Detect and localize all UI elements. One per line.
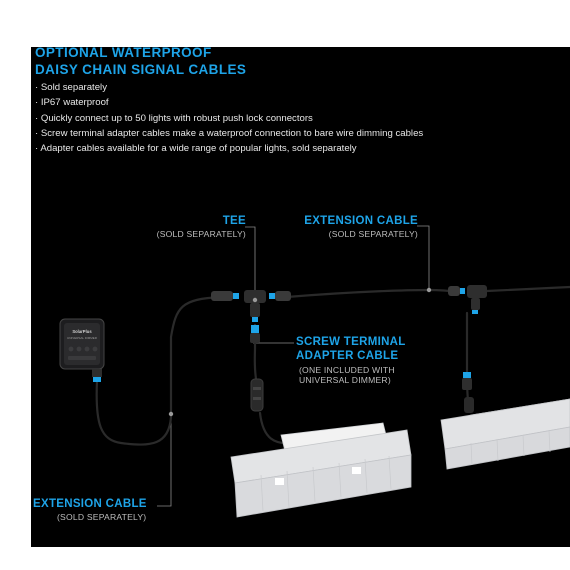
adapter-connector-right	[462, 372, 474, 413]
dimmer-connector-port	[93, 377, 101, 382]
tee-leader-line	[245, 226, 256, 300]
drop-cable-right	[465, 311, 471, 411]
light-fixture-left	[230, 422, 412, 518]
feature-item: · Sold separately	[35, 82, 107, 93]
feature-list: · Sold separately · IP67 waterproof · Qu…	[35, 80, 423, 156]
light-fixture-right	[440, 398, 570, 470]
extension-bottom-leader-line	[157, 414, 172, 507]
product-diagram-panel: OPTIONAL WATERPROOF DAISY CHAIN SIGNAL C…	[31, 47, 570, 547]
screw-terminal-cable	[253, 323, 258, 381]
extension-top-callout-title: EXTENSION CABLE	[304, 215, 418, 227]
screw-terminal-callout-title-2: ADAPTER CABLE	[296, 350, 399, 362]
tee-callout-title: TEE	[222, 215, 246, 227]
screw-terminal-callout-subtitle-1: (ONE INCLUDED WITH	[299, 365, 395, 375]
feature-item: · Quickly connect up to 50 lights with r…	[35, 112, 313, 124]
callout-leader-lines	[157, 225, 430, 507]
dimmer-model-label: UNIVERSAL DIMMER	[67, 336, 98, 340]
fixture-led-window	[275, 478, 284, 485]
extension-bottom-callout-title: EXTENSION CABLE	[33, 498, 147, 510]
tee-connector	[211, 290, 291, 322]
extension-top-junction-dot	[426, 287, 432, 293]
page-title-line-1: OPTIONAL WATERPROOF	[35, 47, 212, 60]
chain-cable-right	[485, 285, 570, 293]
dimmer-button-icon	[68, 346, 74, 352]
screw-terminal-callout-title-1: SCREW TERMINAL	[296, 336, 406, 348]
page-title-line-2: DAISY CHAIN SIGNAL CABLES	[35, 62, 247, 77]
feature-item: · Adapter cables available for a wide ra…	[35, 143, 357, 155]
feature-item: · IP67 waterproof	[35, 97, 109, 109]
fixture-led-window	[352, 467, 361, 474]
tee-callout-subtitle: (SOLD SEPARATELY)	[156, 229, 246, 239]
tee-junction-dot	[252, 297, 258, 303]
extension-cable-bottom	[95, 295, 223, 446]
tee-connector-right	[448, 285, 487, 314]
extension-bottom-callout-subtitle: (SOLD SEPARATELY)	[57, 512, 147, 522]
extension-cable-top	[285, 288, 460, 299]
dimmer-button-icon	[76, 346, 82, 352]
extension-bottom-junction-dot	[168, 411, 174, 417]
dimmer-button-icon	[92, 346, 98, 352]
feature-item: · Screw terminal adapter cables make a w…	[35, 127, 424, 139]
universal-dimmer: SolarPlus UNIVERSAL DIMMER	[59, 318, 105, 382]
extension-top-leader-line	[417, 225, 430, 290]
dimmer-brand-label: SolarPlus	[72, 329, 92, 334]
screw-terminal-callout-subtitle-2: UNIVERSAL DIMMER)	[299, 375, 391, 385]
extension-top-callout-subtitle: (SOLD SEPARATELY)	[328, 229, 418, 239]
screw-terminal-adapter	[250, 325, 264, 412]
dimmer-button-icon	[84, 346, 90, 352]
wiring-illustration: SolarPlus UNIVERSAL DIMMER	[59, 225, 570, 518]
